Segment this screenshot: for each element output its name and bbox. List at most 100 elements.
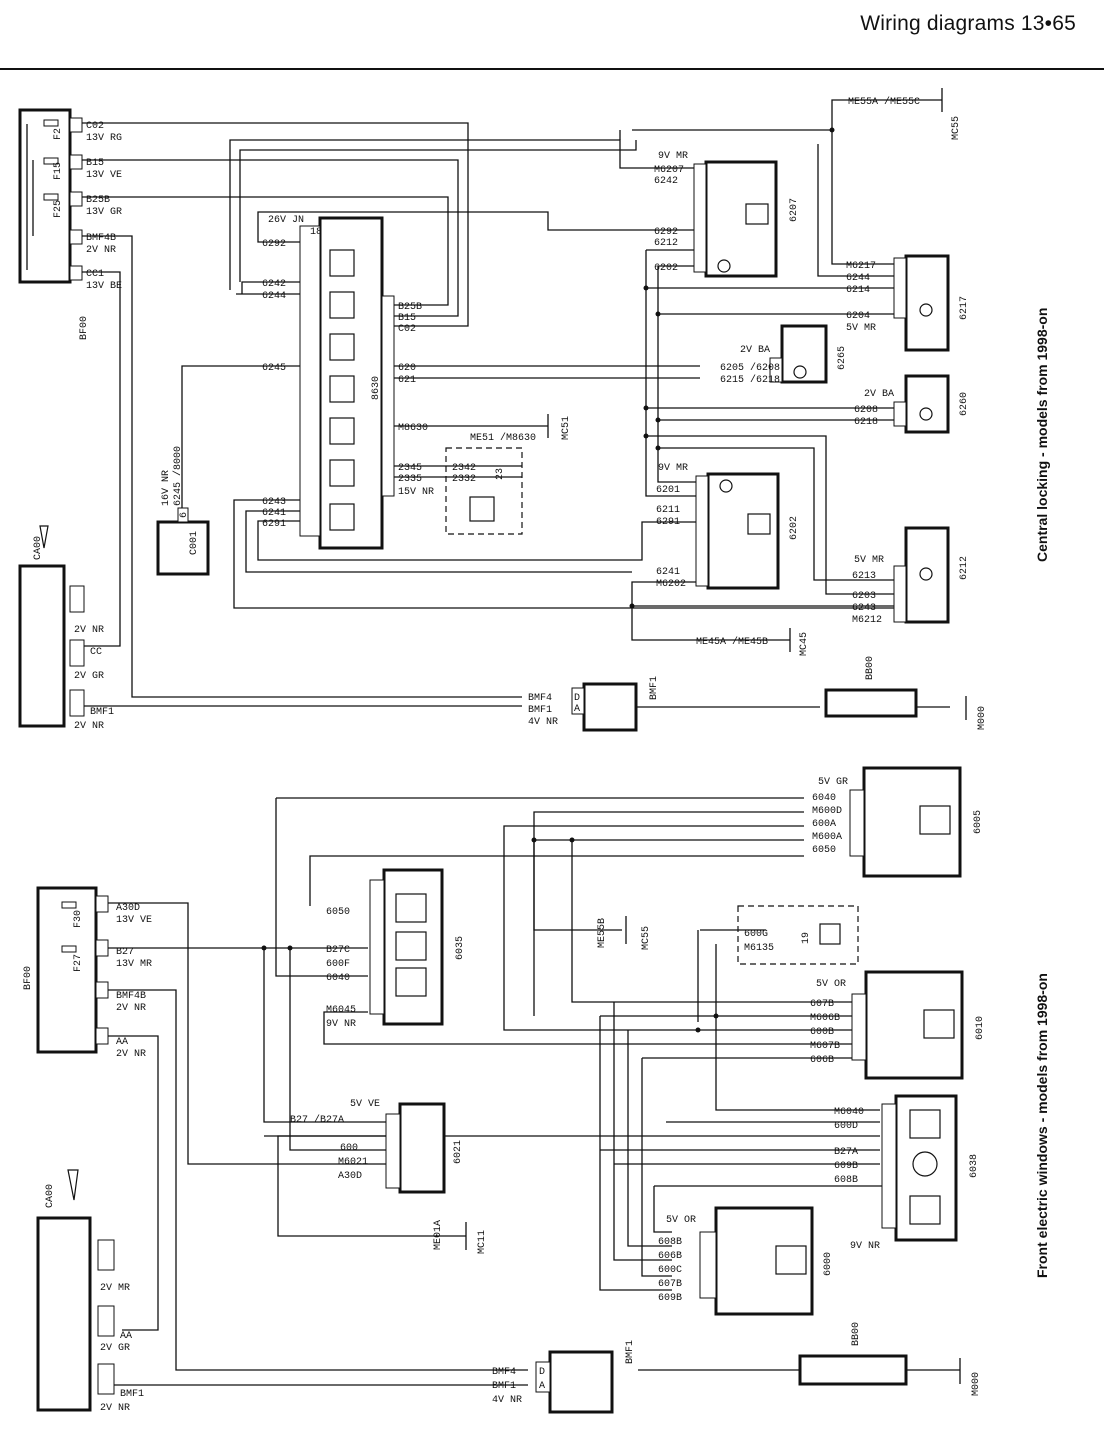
key-icon [39,525,49,549]
motor-icon [919,567,933,581]
cl-bb00-id: BB00 [865,656,876,680]
cl-6207-wire: 6242 [654,176,678,187]
fw-6000-wire: 608B [658,1237,682,1248]
fw-mc55-wire: ME55B [597,918,608,948]
fw-6010-conn: 5V OR [816,979,846,990]
cl-23-wire: 2342 [452,463,476,474]
cl-bmf-pin: D [574,693,580,704]
cl-fuse-f15: F15 [53,162,64,180]
fw-bmf-id: BMF1 [625,1340,636,1364]
cl-motor-6217: M6217 6244 6214 6204 5V MR 6217 [846,254,970,352]
fw-fusebox-conn: 2V NR [116,1049,146,1060]
cl-6217-wire: 6214 [846,285,870,296]
ecu-chip-icon [329,503,355,531]
fw-6000-wire: 607B [658,1279,682,1290]
fw-switch-6035: 6050 B27C 600F 6040 M6045 9V NR 6035 [326,868,466,1030]
left-right-arrow-icon [775,1245,807,1275]
cl-6207-id: 6207 [789,198,800,222]
cl-m000-id: M000 [977,706,988,730]
cl-6212-wire: 6243 [852,603,876,614]
cl-6212-id: 6212 [959,556,970,580]
cl-fusebox-wire: BMF4B [86,233,116,244]
fw-6035-wire: M6045 [326,1005,356,1016]
fw-connector-19: 600G M6135 19 [737,905,859,965]
fw-6021-wire: 600 [340,1143,358,1154]
cl-6265-conn: 2V BA [740,345,770,356]
cl-fusebox-conn: 13V VE [86,170,122,181]
fw-maxi-fuse: D A BMF4 BMF1 4V NR BMF1 [492,1340,636,1414]
cl-6217-wire: 6244 [846,273,870,284]
cl-6212-wire: 6213 [852,571,876,582]
fw-m000-id: M000 [971,1372,982,1396]
cl-6202-conn: 9V MR [658,463,688,474]
fw-6035-wire: B27C [326,945,350,956]
ecu-chip-icon [395,967,427,997]
fw-fusebox-wire: AA [116,1037,128,1048]
cl-8630-wire: B15 [398,313,416,324]
up-down-arrow-icon [469,496,495,522]
cl-8630-wire: 6243 [262,497,286,508]
motor-icon [717,259,731,273]
cl-fusebox-conn: 13V BE [86,281,122,292]
cl-motor-6265: 6205 /6208 6215 /6218 2V BA 6265 [720,324,848,386]
cl-fusebox-wire: CC1 [86,269,104,280]
motor-icon [912,1151,938,1177]
cl-6202-wire: 6211 [656,505,680,516]
fw-mc55-id: MC55 [641,926,652,950]
fw-fusebox-wire: A30D [116,903,140,914]
fw-6000-conn: 5V OR [666,1215,696,1226]
motor-icon [793,365,807,379]
cl-bmf-wire: BMF1 [528,705,552,716]
cl-motor-6260: 6208 6218 2V BA 6260 [854,374,970,434]
cl-6207-wire: 6292 [654,227,678,238]
motor-icon [919,407,933,421]
fw-6035-conn: 9V NR [326,1019,356,1030]
cl-8630-wire: B25B [398,302,422,313]
fw-6021-wire: B27 /B27A [290,1114,344,1126]
fw-6035-wire: 600F [326,959,350,970]
left-right-arrow-icon [919,805,951,835]
cl-wires [82,99,950,708]
fw-6021-conn: 5V VE [350,1099,380,1110]
fw-fusebox-conn: 13V MR [116,959,152,970]
fw-6000-id: 6000 [823,1252,834,1276]
cl-6217-id: 6217 [959,296,970,320]
fw-6005-wire: 600A [812,819,836,830]
cl-ca00-id: CA00 [33,536,44,560]
fw-6038-id: 6038 [969,1154,980,1178]
key-lock-icon [329,291,355,319]
cl-6217-wire: M6217 [846,261,876,272]
interior-light-icon [329,459,355,487]
cl-motor-6207: 9V MR M6207 6242 6292 6212 6202 6207 [654,151,800,278]
fw-6005-wire: M600D [812,806,842,817]
cl-6207-conn: 9V MR [658,151,688,162]
fw-6038-wire: 609B [834,1161,858,1172]
fw-19-wire: 600G [744,929,768,940]
cl-c001-id: C001 [189,531,200,555]
led-icon [329,333,355,361]
cl-6217-conn: 5V MR [846,323,876,334]
fw-6005-wire: 6050 [812,845,836,856]
cl-6265-id: 6265 [837,346,848,370]
fw-ca00-conn: 2V GR [100,1343,130,1354]
cl-ca00-wire: BMF1 [90,707,114,718]
fw-6005-wire: M600A [812,832,842,843]
cl-mc45-id: MC45 [799,632,810,656]
ecu-chip-icon [909,1195,941,1225]
door-lock-icon [747,513,771,535]
fw-ignition-switch: CA00 2V MR 2V GR 2V NR AA BMF1 [36,1169,144,1414]
cl-8630-wire: 6292 [262,239,286,250]
cl-ca00-wire: CC [90,647,102,658]
cl-mc45-wire: ME45A /ME45B [696,636,768,648]
cl-8630-connector: 26V JN [268,215,304,226]
cl-6265-wire: 6205 /6208 [720,362,780,374]
fw-ca00-conn: 2V NR [100,1403,130,1414]
cl-bmf-wire: BMF4 [528,693,552,704]
cl-6212-conn: 5V MR [854,555,884,566]
cl-8630-wire: 621 [398,375,416,386]
motor-icon [719,479,733,493]
cl-6260-conn: 2V BA [864,389,894,400]
fw-ca00-id: CA00 [45,1184,56,1208]
cl-6212-wire: M6212 [852,615,882,626]
